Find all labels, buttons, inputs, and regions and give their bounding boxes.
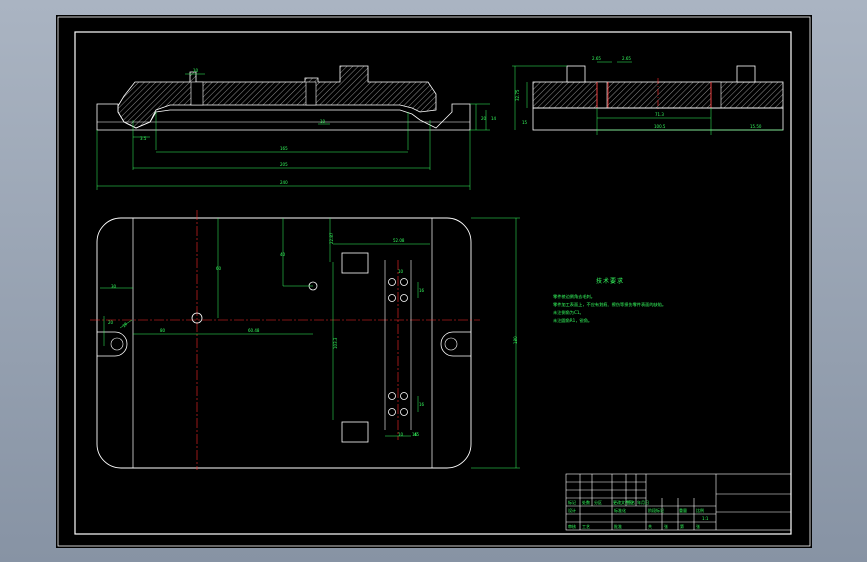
front-dim-20: 20 (481, 116, 487, 121)
top-dim-40: 40 (280, 252, 286, 257)
front-bore-left (190, 81, 204, 106)
front-base-outline (96, 103, 471, 131)
tb-cell-17: 张 (696, 523, 700, 529)
side-dim-100-5: 100.5 (654, 124, 666, 129)
pocket-bottom (341, 421, 369, 443)
front-dim-240: 240 (280, 180, 288, 185)
outer-frame (57, 16, 811, 547)
front-section-view: 10 10 3.5 20 14 165 205 240 (96, 65, 497, 190)
tb-cell-1: 处数 (582, 499, 590, 505)
top-dim-180: 180 (513, 336, 518, 344)
top-dim-103-3: 103.3 (333, 337, 338, 349)
tb-cell-scale: 1:1 (702, 516, 709, 521)
front-dim-3-5: 3.5 (140, 136, 147, 141)
tb-cell-8: 阶段标记 (648, 507, 664, 513)
side-dim-71-3: 71.3 (655, 112, 664, 117)
front-dim-165: 165 (280, 146, 288, 151)
side-boss-left (566, 65, 586, 83)
tb-cell-13: 批准 (614, 523, 622, 529)
top-dim-16-bottom: 16 (412, 432, 418, 437)
notes-title: 技术要求 (596, 277, 624, 285)
note-3: 未注倒角为C1。 (553, 309, 584, 316)
note-2: 零件加工表面上，不应有划痕、擦伤等损伤零件表面的缺陷。 (553, 301, 666, 308)
right-slot (440, 331, 471, 357)
tb-cell-2: 分区 (594, 499, 602, 505)
front-dim-10-top: 10 (193, 68, 199, 73)
top-dim-28: 28 (121, 321, 128, 328)
tb-cell-15: 张 (664, 523, 668, 529)
top-dim-10-lower: 10 (398, 432, 404, 437)
top-dim-52-08: 52.08 (393, 238, 405, 243)
top-dim-10-upper: 10 (398, 269, 404, 274)
tb-cell-0: 标记 (568, 499, 576, 505)
top-dim-45: 45 (414, 432, 420, 437)
tb-cell-4: 签名 (627, 499, 635, 505)
tb-cell-5: 年月日 (637, 499, 649, 505)
pocket-top (341, 252, 369, 274)
top-plan-view: 20 60 30 40 22.87 52.08 80 16 10 28 60.4… (90, 210, 520, 470)
side-section-view: 2.65 2.65 32.75 15 71.3 100.5 15.50 (512, 56, 784, 135)
note-4: 未注圆角R1，锐角。 (553, 317, 592, 324)
tb-cell-10: 比例 (696, 507, 704, 513)
tb-cell-14: 共 (648, 523, 652, 529)
tb-cell-9: 重量 (679, 507, 687, 513)
top-dim-20: 20 (108, 320, 114, 325)
front-dim-14: 14 (491, 116, 497, 121)
technical-requirements: 技术要求 零件棱边倒角去毛刺。 零件加工表面上，不应有划痕、擦伤等损伤零件表面的… (553, 277, 666, 324)
tb-cell-7: 标准化 (614, 507, 626, 513)
tb-cell-6: 设计 (568, 507, 576, 513)
top-dim-60-48: 60.48 (248, 328, 260, 333)
side-boss-right (736, 65, 756, 83)
front-bore-right (305, 81, 317, 106)
top-dim-22-87: 22.87 (329, 232, 334, 244)
locating-hole (191, 312, 203, 324)
front-dim-10-mid: 10 (320, 119, 326, 124)
note-1: 零件棱边倒角去毛刺。 (553, 293, 595, 300)
title-block-text: 标记 处数 分区 更改文件号 签名 年月日 设计 标准化 阶段标记 重量 比例 … (568, 499, 709, 529)
side-dim-2-65-left: 2.65 (592, 56, 601, 61)
top-dim-80: 80 (160, 328, 166, 333)
bolt-hole-group (388, 278, 408, 416)
top-dim-16-upper: 16 (419, 288, 425, 293)
inner-frame (74, 31, 792, 535)
side-dim-32-75: 32.75 (515, 89, 520, 101)
side-dim-15: 15 (522, 120, 528, 125)
side-dim-2-65-right: 2.65 (622, 56, 631, 61)
tb-cell-12: 工艺 (582, 524, 590, 529)
top-plate-outline (96, 217, 472, 469)
title-block (565, 473, 792, 531)
tb-cell-16: 第 (680, 523, 684, 529)
left-slot (97, 331, 128, 357)
tb-cell-11: 审核 (568, 523, 576, 529)
top-dim-30: 30 (111, 284, 117, 289)
front-dim-205: 205 (280, 162, 288, 167)
top-dim-60: 60 (216, 266, 222, 271)
tb-cell-3: 更改文件号 (613, 499, 633, 505)
top-dim-16-lower: 16 (419, 402, 425, 407)
side-dim-15-50: 15.50 (750, 124, 762, 129)
